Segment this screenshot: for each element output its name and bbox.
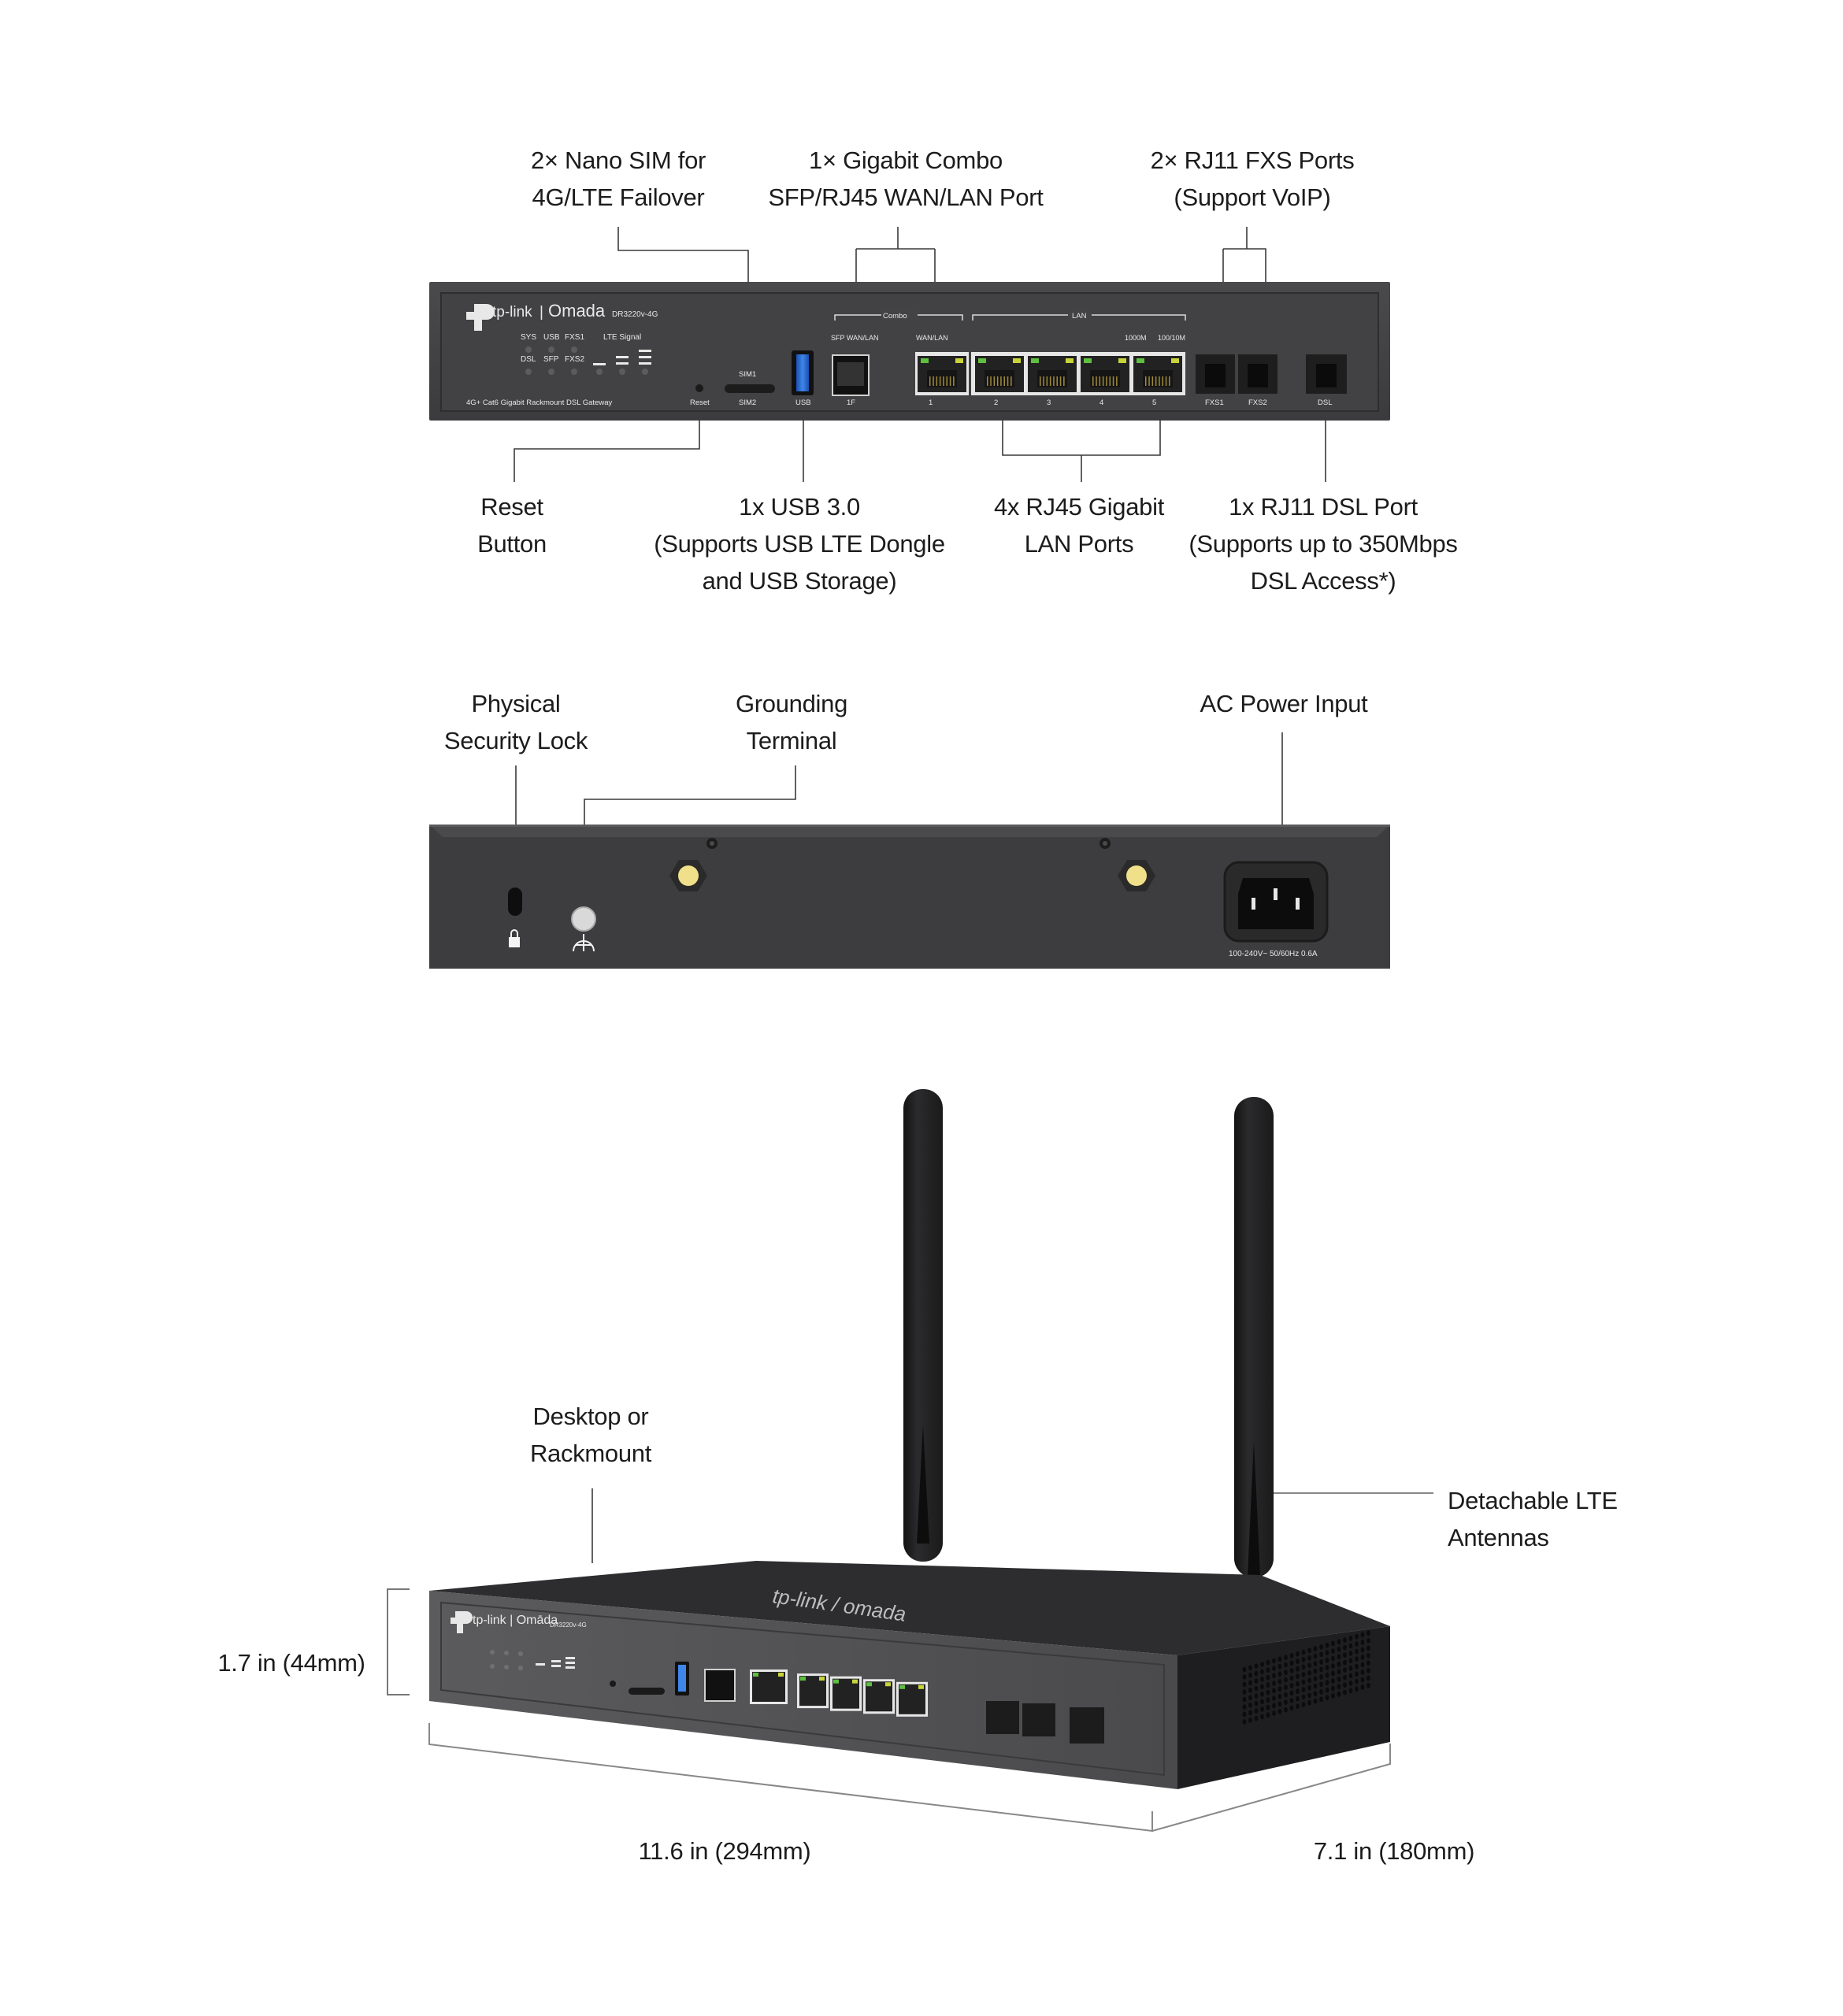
led-label-dsl: DSL [521, 355, 536, 364]
link-led [1084, 358, 1092, 363]
activity-led [1171, 358, 1179, 363]
tp-link-logo-icon [466, 304, 495, 331]
activity-led [955, 358, 963, 363]
lan-rj45-port[interactable] [830, 1676, 862, 1711]
svg-text:DR3220v-4G: DR3220v-4G [550, 1621, 587, 1629]
dimension-width: 11.6 in (294mm) [638, 1837, 811, 1865]
fxs2-port[interactable] [1238, 354, 1277, 394]
ground-icon [573, 934, 595, 952]
brand-text: tp-link [492, 304, 532, 321]
wan-rj45-port[interactable] [915, 352, 969, 395]
callout-fxs: 2× RJ11 FXS Ports (Support VoIP) [1150, 146, 1355, 211]
device-side [1177, 1626, 1390, 1789]
sub-brand-text: Omada [548, 301, 606, 321]
lte-antenna-left [903, 1089, 943, 1562]
link-led [1137, 358, 1144, 363]
lan-rj45-port[interactable] [797, 1673, 829, 1709]
sfp-top-label: SFP WAN/LAN [831, 334, 879, 342]
speed-100m-label: 100/10M [1158, 334, 1185, 342]
vent-grille [1242, 1630, 1370, 1725]
reset-button[interactable] [695, 384, 703, 392]
lan-rj45-port[interactable] [896, 1681, 928, 1717]
activity-led [1118, 358, 1126, 363]
port-label-1f: 1F [847, 398, 855, 407]
callout-combo: 1× Gigabit Combo SFP/RJ45 WAN/LAN Port [768, 146, 1044, 211]
lan-rj45-port[interactable] [1028, 356, 1077, 392]
dsl-port[interactable] [1306, 354, 1347, 394]
status-leds [525, 346, 648, 375]
sim2-label: SIM2 [739, 398, 756, 407]
bracket-height [387, 1588, 410, 1695]
dimension-depth: 7.1 in (180mm) [1313, 1837, 1475, 1865]
svg-text:|: | [540, 304, 543, 321]
callout-lan: 4x RJ45 Gigabit LAN Ports [993, 493, 1165, 558]
port-label-2: 2 [994, 398, 998, 407]
lan-rj45-port[interactable] [1081, 356, 1129, 392]
callout-usb: 1x USB 3.0 (Supports USB LTE Dongle and … [654, 493, 945, 595]
ac-power-inlet[interactable] [1223, 861, 1329, 943]
fxs1-label: FXS1 [1205, 398, 1224, 407]
callout-dsl: 1x RJ11 DSL Port (Supports up to 350Mbps… [1188, 493, 1458, 595]
callout-reset: Reset Button [477, 493, 547, 558]
activity-led [1066, 358, 1074, 363]
usb-label: USB [795, 398, 811, 407]
description-text: 4G+ Cat6 Gigabit Rackmount DSL Gateway [466, 398, 613, 407]
link-led [1031, 358, 1039, 363]
activity-led [1013, 358, 1021, 363]
screw-icon [706, 838, 718, 849]
led-label-fxs1: FXS1 [565, 333, 584, 342]
sim1-label: SIM1 [739, 370, 756, 379]
lan-rj45-port[interactable] [863, 1679, 895, 1714]
svg-text:tp-link | Omāda: tp-link | Omāda [473, 1614, 558, 1627]
port-label-4: 4 [1099, 398, 1103, 407]
tp-link-logo-icon [451, 1611, 473, 1633]
lock-icon [509, 929, 520, 947]
callout-mount: Desktop or Rackmount [529, 1403, 652, 1467]
led-label-fxs2: FXS2 [565, 355, 584, 364]
lan-group-label: LAN [1072, 312, 1087, 321]
led-label-sfp: SFP [543, 355, 559, 364]
lte-antenna-right [1234, 1097, 1274, 1577]
antenna-connector-icon [669, 860, 707, 891]
security-lock-slot[interactable] [508, 888, 522, 916]
wan-top-label: WAN/LAN [916, 334, 948, 342]
bracket-width [428, 1723, 1153, 1833]
grounding-screw[interactable] [571, 906, 596, 932]
sfp-port[interactable] [832, 354, 870, 396]
callout-sim: 2× Nano SIM for 4G/LTE Failover [530, 146, 706, 211]
port-label-5: 5 [1152, 398, 1156, 407]
callout-grounding: Grounding Terminal [735, 690, 848, 754]
reset-label: Reset [690, 398, 710, 407]
port-label-3: 3 [1047, 398, 1051, 407]
power-rating-text: 100-240V~ 50/60Hz 0.6A [1229, 950, 1318, 958]
callout-security-lock: Physical Security Lock [443, 690, 588, 754]
sim-slot[interactable] [725, 384, 775, 393]
dsl-label: DSL [1318, 398, 1332, 407]
lte-signal-label: LTE Signal [603, 333, 641, 342]
lte-signal-bars-icon [593, 350, 651, 365]
lan-rj45-port[interactable] [975, 356, 1024, 392]
led-label-usb: USB [543, 333, 560, 342]
model-text: DR3220v-4G [612, 310, 658, 319]
bracket-depth [1151, 1744, 1391, 1832]
led-label-sys: SYS [521, 333, 536, 342]
lan-rj45-port[interactable] [1133, 356, 1182, 392]
fxs2-label: FXS2 [1248, 398, 1267, 407]
combo-group-label: Combo [883, 312, 907, 321]
dimension-height: 1.7 in (44mm) [217, 1649, 365, 1677]
callout-ac-power: AC Power Input [1200, 690, 1368, 717]
speed-1000m-label: 1000M [1125, 334, 1147, 342]
callout-antennas: Detachable LTE Antennas [1448, 1487, 1618, 1551]
screw-icon [1099, 838, 1111, 849]
device-top [429, 1561, 1390, 1655]
fxs1-port[interactable] [1196, 354, 1235, 394]
link-led [921, 358, 929, 363]
wan-rj45-port[interactable] [750, 1670, 788, 1704]
link-led [978, 358, 986, 363]
port-label-1: 1 [929, 398, 933, 407]
antenna-connector-icon [1118, 860, 1155, 891]
